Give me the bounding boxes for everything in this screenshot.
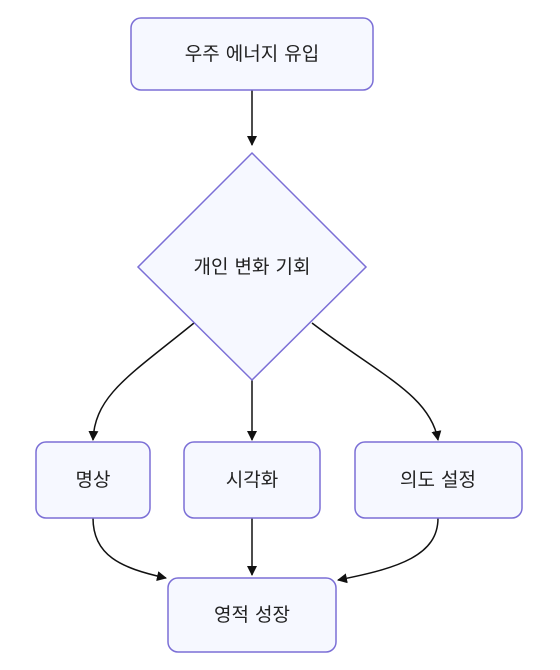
edge-intention-to-growth xyxy=(337,517,439,584)
node-intention-label: 의도 설정 xyxy=(400,469,476,491)
node-meditation-label: 명상 xyxy=(76,469,111,491)
node-intention: 의도 설정 xyxy=(354,441,523,519)
edge-transformation-to-intention xyxy=(311,322,442,441)
node-transformation-label: 개인 변화 기회 xyxy=(194,256,311,278)
node-transformation-decision: 개인 변화 기회 xyxy=(136,151,368,382)
node-visualization: 시각화 xyxy=(183,441,321,519)
node-cosmic-energy-label: 우주 에너지 유입 xyxy=(185,43,319,65)
node-visualization-label: 시각화 xyxy=(226,469,278,491)
node-spiritual-growth-label: 영적 성장 xyxy=(214,604,290,626)
node-meditation: 명상 xyxy=(35,441,151,519)
node-cosmic-energy: 우주 에너지 유입 xyxy=(130,17,374,91)
node-spiritual-growth: 영적 성장 xyxy=(167,577,337,653)
edge-meditation-to-growth xyxy=(92,517,167,581)
edge-transformation-to-meditation xyxy=(88,322,195,441)
